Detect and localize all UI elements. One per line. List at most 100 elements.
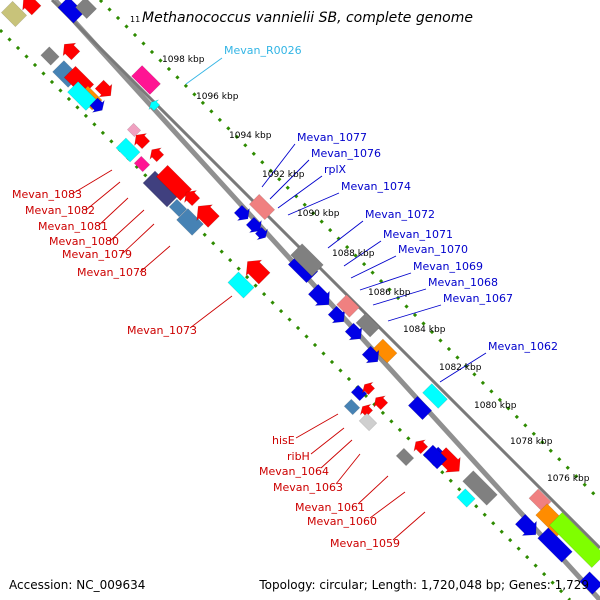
gene-small-cyan: [148, 99, 161, 112]
scale-tick-label: 1096 kbp: [196, 92, 239, 102]
label-mevan-r0026-leader: [185, 57, 223, 85]
scale-tick-label: 1094 kbp: [229, 131, 272, 141]
gene-blue-block: [407, 395, 433, 421]
label-mevan-1078-leader: [139, 245, 171, 273]
label-mevan-1081: Mevan_1081: [38, 220, 108, 233]
scale-dots-outer: [98, 0, 600, 502]
gene-red-arrow: [413, 439, 429, 455]
gene-red-arrow: [359, 403, 374, 418]
label-mevan-1063: Mevan_1063: [273, 481, 343, 494]
label-leader-lines: [71, 57, 487, 541]
label-hise-leader: [295, 413, 339, 439]
label-hise: hisE: [272, 434, 295, 447]
scale-dots-inner: [0, 28, 572, 600]
gene-red-arrow: [373, 395, 389, 411]
gene-magenta-small: [133, 155, 151, 173]
gene-pink-block: [248, 193, 276, 221]
gene-blue-arrow: [344, 322, 363, 341]
label-mevan-1061: Mevan_1061: [295, 501, 365, 514]
label-mevan-1071: Mevan_1071: [383, 228, 453, 241]
label-mevan-1060-leader: [369, 491, 406, 519]
label-rplx-leader: [277, 175, 323, 209]
label-mevan-1082: Mevan_1082: [25, 204, 95, 217]
gene-blue-arrow: [307, 283, 330, 306]
gene-gray-block: [74, 0, 98, 20]
label-mevan-1062: Mevan_1062: [488, 340, 558, 353]
gene-green-block: [548, 511, 600, 569]
label-mevan-1082-leader: [85, 181, 121, 211]
genome-backbone: [50, 0, 600, 550]
gene-pink-block: [336, 294, 360, 318]
gene-red-block: [155, 164, 193, 202]
scale-tick-label: 1084 kbp: [403, 325, 446, 335]
gene-cyan-block: [422, 383, 448, 409]
gene-red-arrow: [22, 0, 42, 16]
gene-magenta-block: [131, 65, 161, 95]
label-rplx: rplX: [324, 163, 347, 176]
gene-blue-block: [422, 444, 448, 470]
label-mevan-1073-leader: [189, 295, 233, 329]
map-title: Methanococcus vannielii SB, complete gen…: [142, 10, 473, 26]
gene-blue-arrow: [361, 345, 380, 364]
label-mevan-1063-leader: [335, 453, 361, 485]
label-mevan-1073: Mevan_1073: [127, 324, 197, 337]
label-mevan-1083-leader: [71, 169, 113, 195]
gene-red-arrow: [361, 381, 376, 396]
scale-tick-label: 1080 kbp: [474, 401, 517, 411]
gene-steel-block: [176, 208, 204, 236]
scale-tick-label: 1088 kbp: [332, 249, 375, 259]
scale-tick-label: 1078 kbp: [510, 437, 553, 447]
label-mevan-1074-leader: [287, 192, 340, 216]
scale-tick-label: 1090 kbp: [297, 209, 340, 219]
label-mevan-r0026: Mevan_R0026: [224, 44, 302, 57]
gene-cyan-block: [115, 137, 141, 163]
label-mevan-1077: Mevan_1077: [297, 131, 367, 144]
gene-blue-arrow: [514, 513, 537, 536]
label-mevan-1074: Mevan_1074: [341, 180, 411, 193]
label-mevan-1062-leader: [439, 352, 487, 383]
label-mevan-1068: Mevan_1068: [428, 276, 498, 289]
gene-gray-small: [395, 447, 415, 467]
label-mevan-1078: Mevan_1078: [77, 266, 147, 279]
gene-blue-small: [350, 384, 368, 402]
gene-blue-arrow: [89, 97, 105, 113]
label-mevan-1059: Mevan_1059: [330, 537, 400, 550]
label-mevan-1067: Mevan_1067: [443, 292, 513, 305]
gene-blue-block: [579, 571, 600, 595]
label-mevan-1070: Mevan_1070: [398, 243, 468, 256]
gene-blue-arrow: [254, 226, 269, 241]
gene-red-arrow: [134, 133, 151, 150]
scale-tick-label: 1098 kbp: [162, 55, 205, 65]
gene-red-arrow: [184, 190, 201, 207]
label-mevan-1072-leader: [327, 220, 364, 249]
gene-blue-arrow: [233, 204, 250, 221]
label-mevan-1064: Mevan_1064: [259, 465, 329, 478]
label-mevan-1080: Mevan_1080: [49, 235, 119, 248]
label-layer: 1098 kbp 1096 kbp 1094 kbp 1092 kbp 1090 kbp…: [12, 44, 590, 550]
label-mevan-1064-leader: [320, 439, 353, 469]
label-mevan-1070-leader: [350, 255, 397, 279]
gene-red-arrow: [149, 147, 165, 163]
gene-blue-arrow: [327, 305, 346, 324]
title-number: 11: [130, 15, 140, 24]
gene-orange-block: [372, 338, 398, 364]
label-mevan-1059-leader: [392, 511, 426, 541]
gene-gray-block: [40, 46, 60, 66]
gene-lightgray-block: [358, 412, 378, 432]
gene-gray-block: [355, 312, 381, 338]
scale-tick-label: 1092 kbp: [262, 170, 305, 180]
scale-tick-label: 1082 kbp: [439, 363, 482, 373]
scale-tick-label: 1076 kbp: [547, 474, 590, 484]
gene-steel-small: [168, 198, 188, 218]
label-mevan-1083: Mevan_1083: [12, 188, 82, 201]
gene-gray-block: [290, 243, 324, 277]
gene-gray-block: [462, 470, 498, 506]
scale-tick-label: 1086 kbp: [368, 288, 411, 298]
label-ribh-leader: [310, 427, 345, 455]
label-mevan-1080-leader: [109, 209, 145, 242]
gene-pink-small: [126, 122, 142, 138]
label-mevan-1079: Mevan_1079: [62, 248, 132, 261]
label-mevan-1061-leader: [357, 475, 389, 505]
label-ribh: ribH: [287, 450, 310, 463]
